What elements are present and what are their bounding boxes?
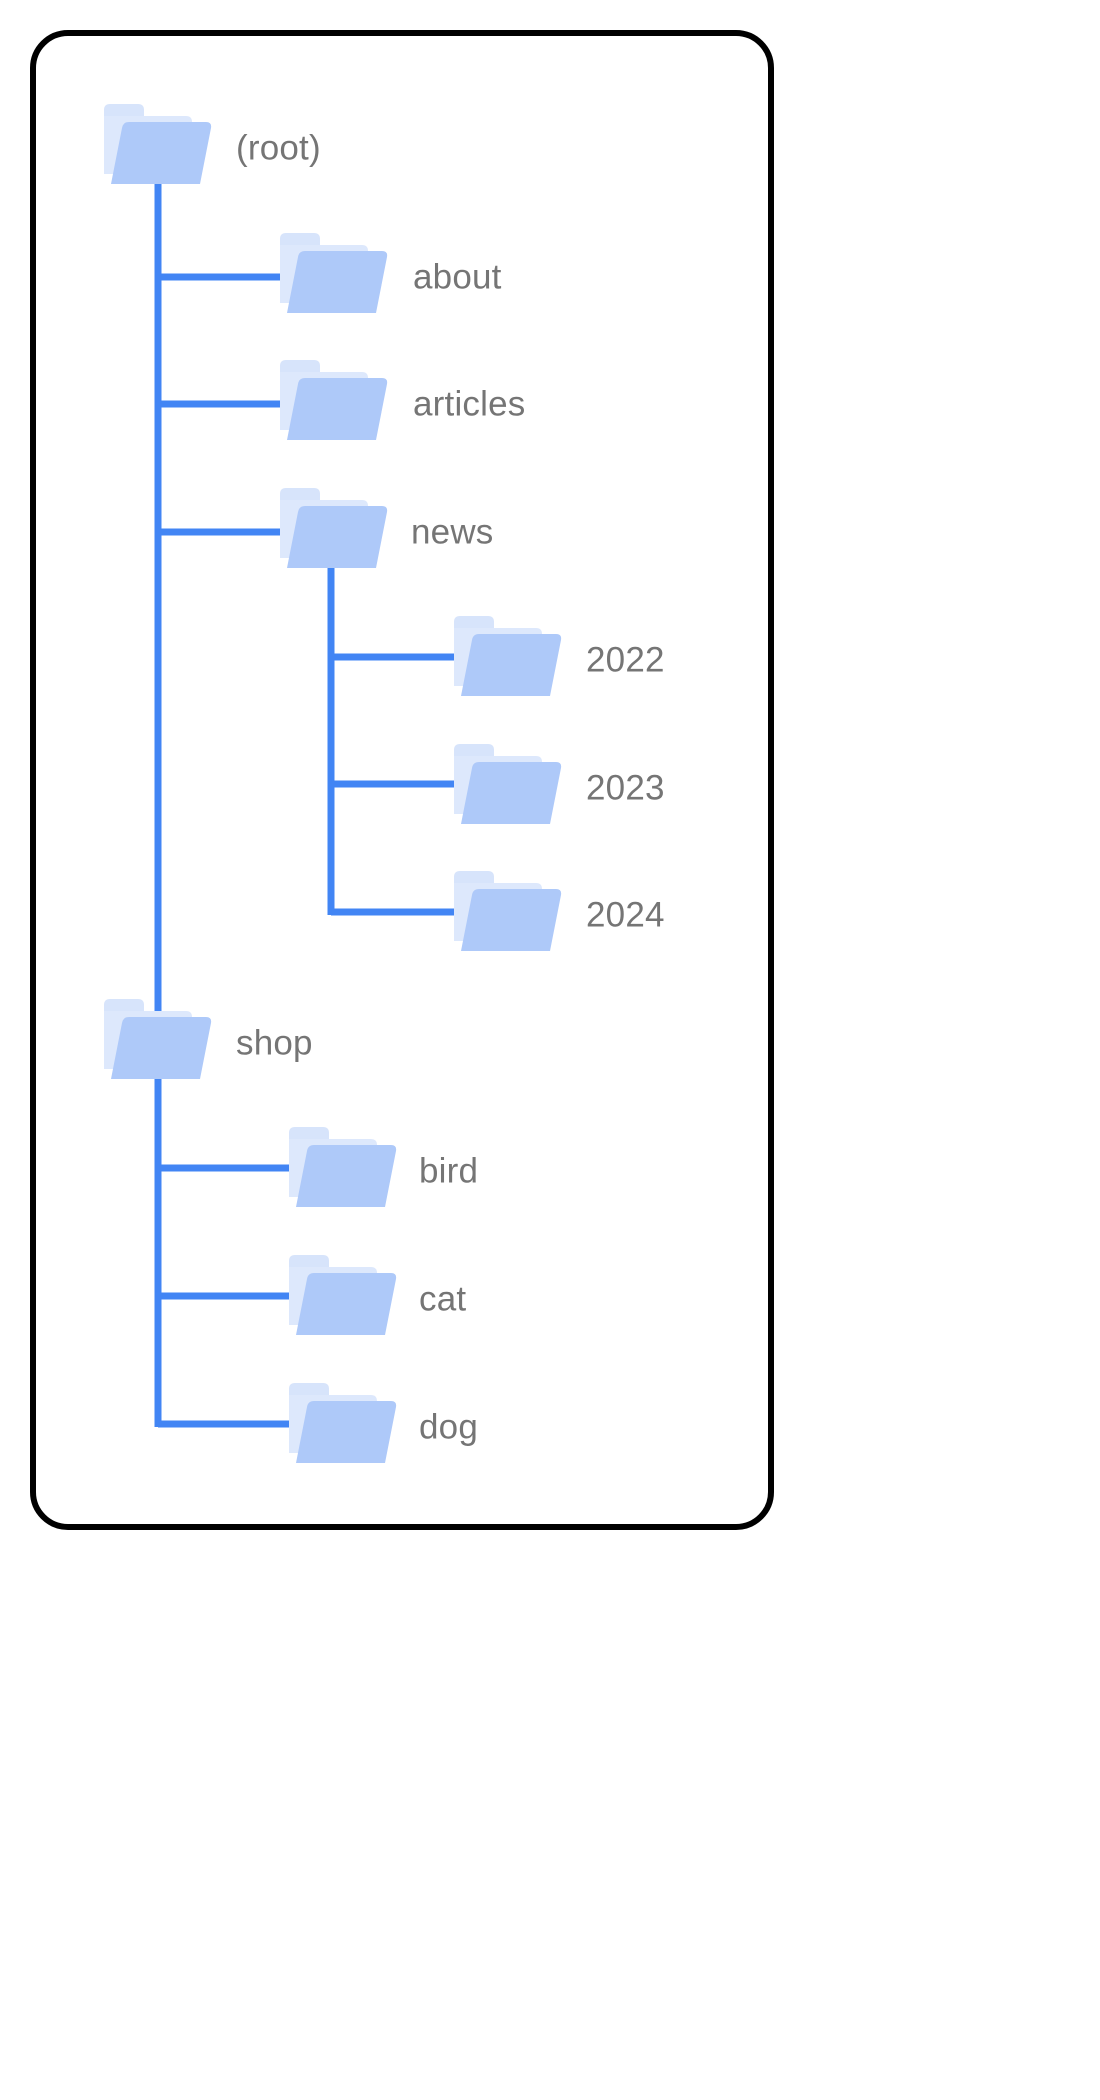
folder-icon-bird[interactable]	[289, 1127, 397, 1207]
folder-icon-articles[interactable]	[280, 360, 388, 440]
node-label-about[interactable]: about	[413, 257, 502, 297]
folder-icon-2024[interactable]	[454, 871, 562, 951]
node-label-cat[interactable]: cat	[419, 1279, 467, 1319]
node-label-2023[interactable]: 2023	[586, 768, 665, 808]
folder-icon-cat[interactable]	[289, 1255, 397, 1335]
folder-icon-news[interactable]	[280, 488, 388, 568]
folder-icon-dog[interactable]	[289, 1383, 397, 1463]
node-label-2022[interactable]: 2022	[586, 640, 665, 680]
diagram-frame	[30, 30, 774, 1530]
node-label-shop[interactable]: shop	[236, 1023, 313, 1063]
node-label-news[interactable]: news	[411, 512, 494, 552]
folder-icon-2023[interactable]	[454, 744, 562, 824]
node-label-root[interactable]: (root)	[236, 128, 321, 168]
node-label-2024[interactable]: 2024	[586, 895, 665, 935]
folder-icon-shop[interactable]	[104, 999, 212, 1079]
folder-icon-about[interactable]	[280, 233, 388, 313]
folder-icon-root[interactable]	[104, 104, 212, 184]
folder-icon-2022[interactable]	[454, 616, 562, 696]
node-label-dog[interactable]: dog	[419, 1407, 478, 1447]
node-label-bird[interactable]: bird	[419, 1151, 479, 1191]
node-label-articles[interactable]: articles	[413, 384, 526, 424]
